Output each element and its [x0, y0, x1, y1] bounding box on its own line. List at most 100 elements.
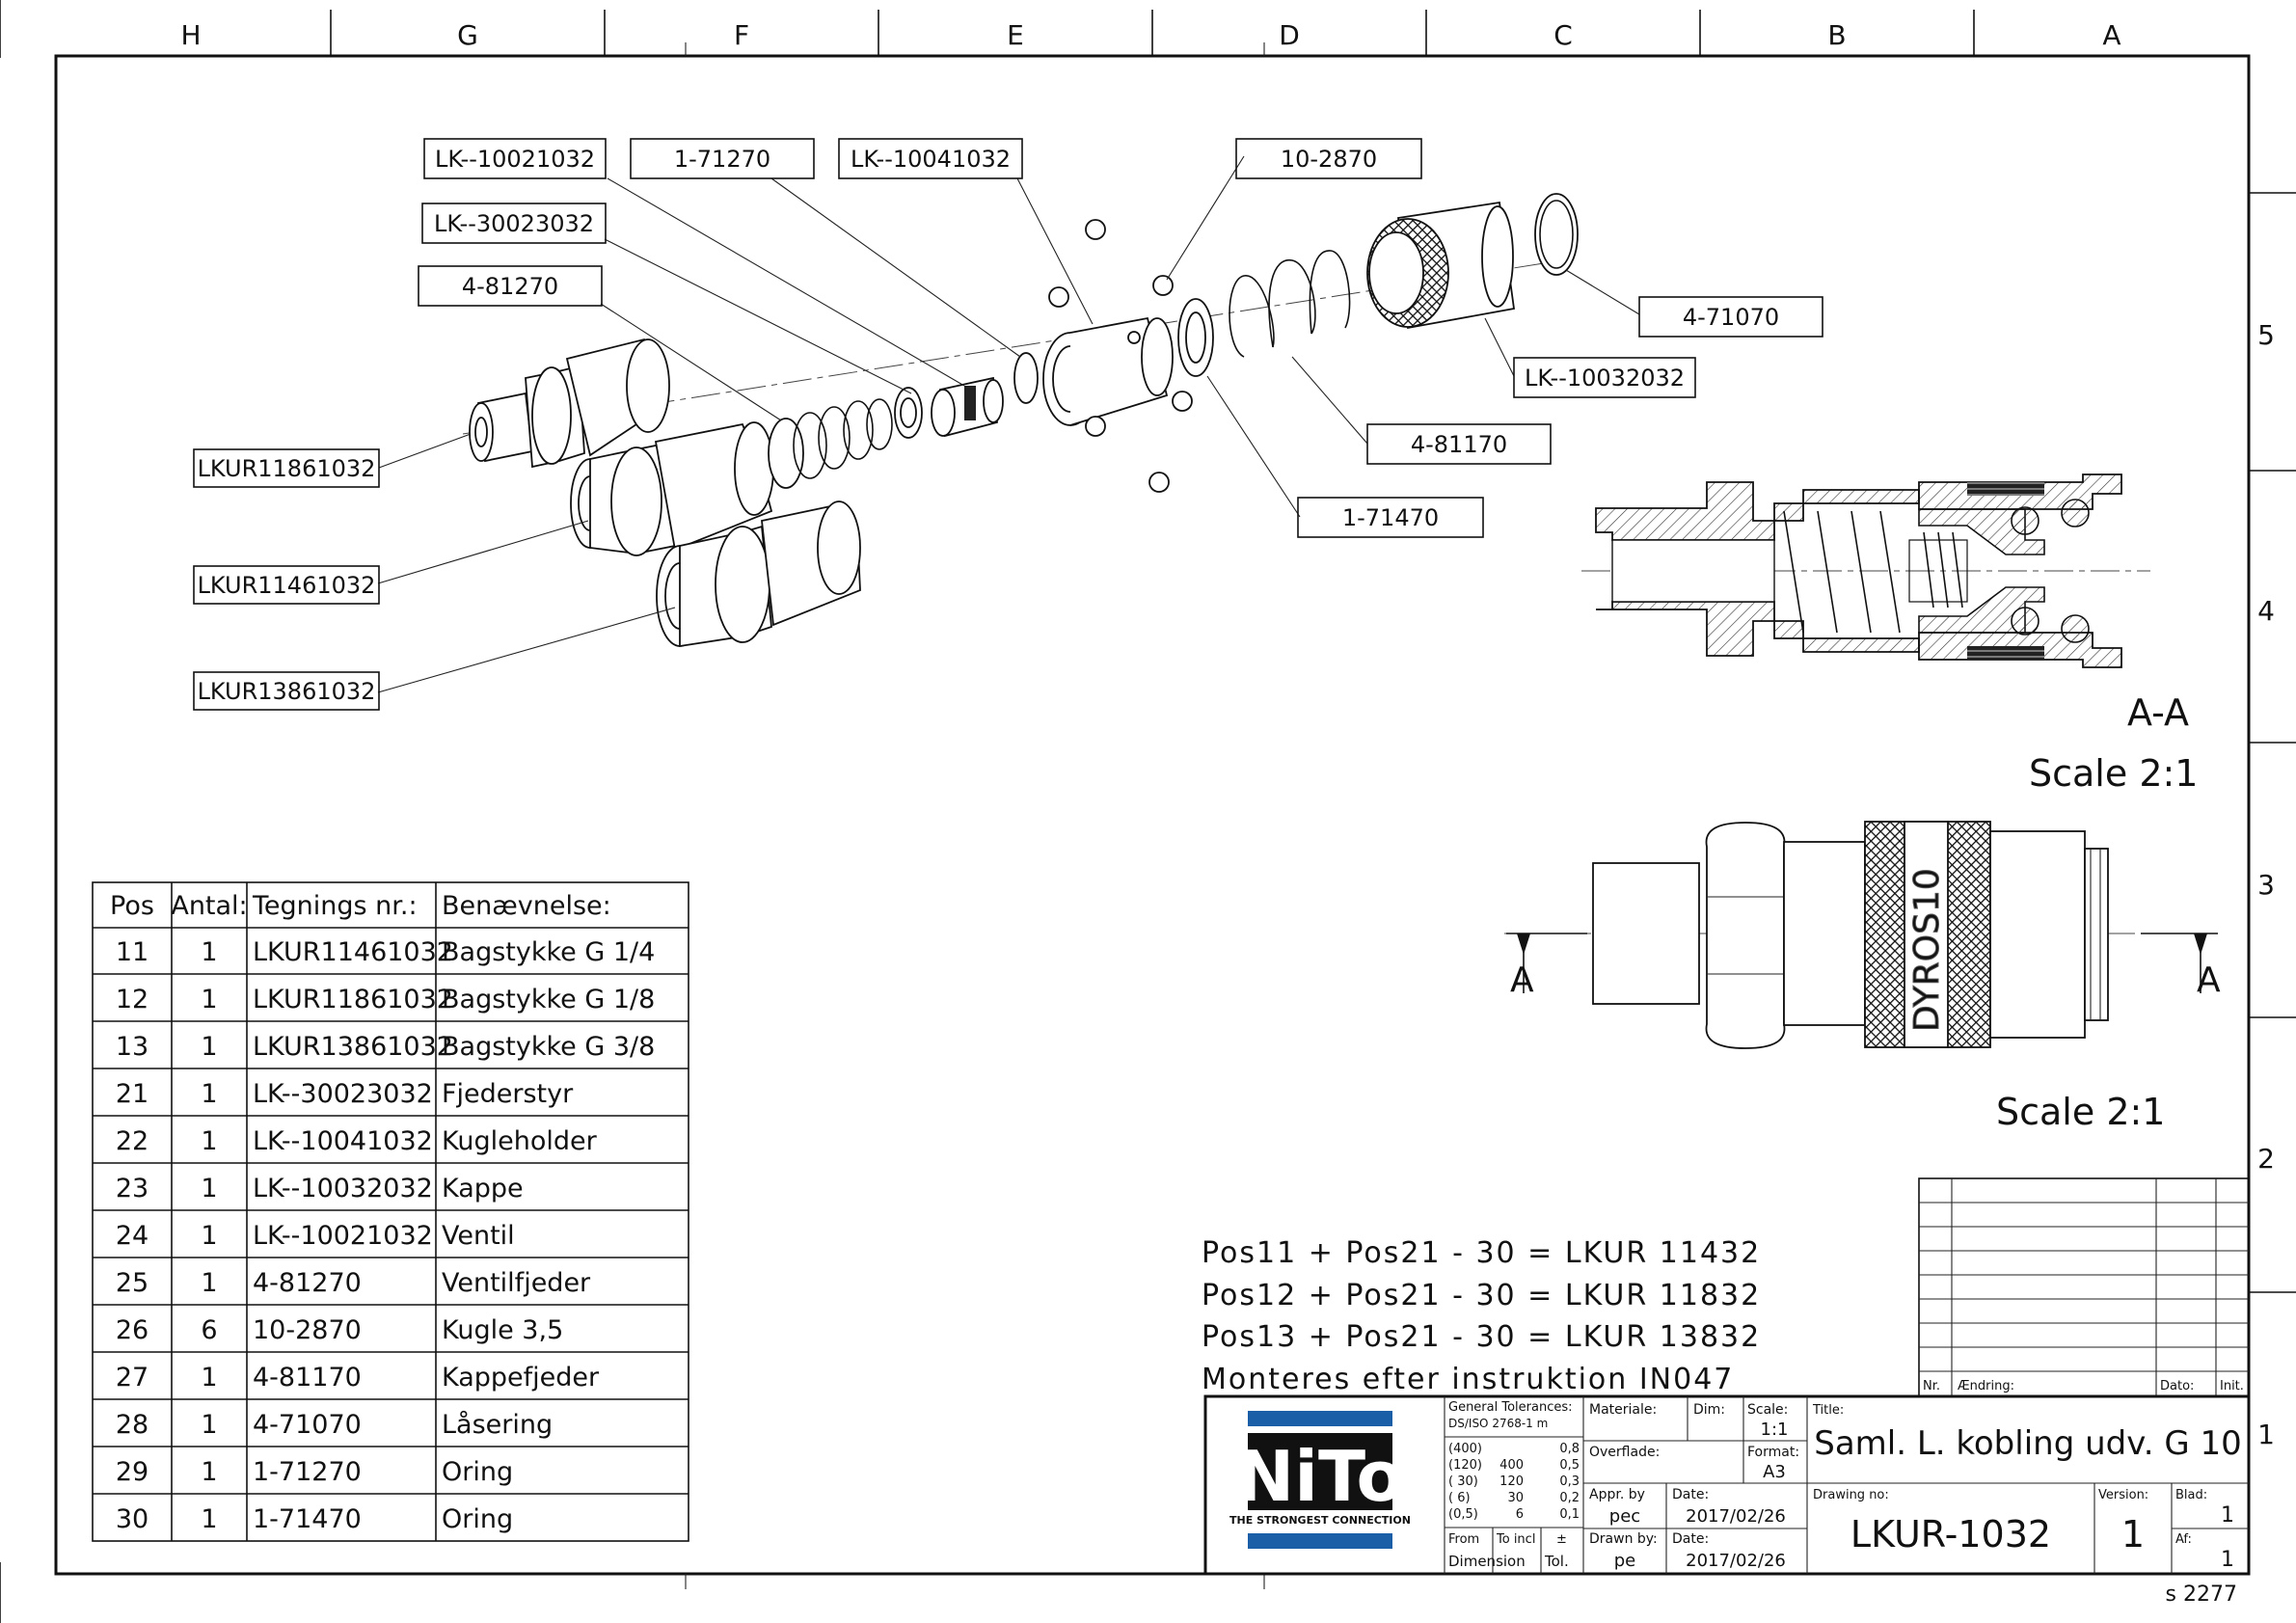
callout-1-71470: 1-71470 — [1342, 504, 1439, 531]
tol-to: To incl — [1496, 1532, 1535, 1547]
parts-table-cell: 28 — [116, 1410, 149, 1440]
scale-label: Scale: — [1747, 1402, 1788, 1418]
zone-col-d: D — [1279, 19, 1300, 51]
appr-value: pec — [1609, 1506, 1640, 1527]
parts-table-cell: 1-71270 — [253, 1457, 362, 1487]
parts-table-cell: 10-2870 — [253, 1315, 362, 1345]
zone-row-labels: 5 4 3 2 1 — [2257, 319, 2275, 1450]
parts-table-cell: Oring — [442, 1457, 513, 1487]
balls — [1048, 219, 1193, 493]
tol-from: From — [1448, 1532, 1479, 1547]
back-piece-lkur11461032 — [570, 421, 774, 556]
tolerance-cell: 0,8 — [1559, 1442, 1580, 1456]
callout-lk10021032: LK--10021032 — [435, 146, 595, 173]
zone-column-labels: H G F E D C B A — [180, 19, 2120, 51]
section-label: A-A — [2127, 691, 2189, 734]
parts-table-cell: Bagstykke G 1/4 — [442, 937, 655, 967]
zone-row-3: 3 — [2257, 869, 2275, 901]
parts-table-cell: 4-71070 — [253, 1410, 362, 1440]
surface-label: Overflade: — [1589, 1445, 1660, 1460]
parts-table-header: Tegnings nr.: — [252, 891, 418, 921]
parts-table-cell: 1 — [201, 1126, 217, 1156]
title-block: NiTo THE STRONGEST CONNECTION General — [1203, 1394, 2251, 1576]
parts-table-cell: 1 — [201, 1457, 217, 1487]
parts-table-cell: Ventil — [442, 1221, 515, 1251]
format-value: A3 — [1763, 1462, 1786, 1482]
parts-table-cell: Låsering — [442, 1410, 553, 1440]
zone-col-c: C — [1553, 19, 1573, 51]
zone-col-b: B — [1827, 19, 1846, 51]
sleeve-spring — [1229, 250, 1351, 358]
logo-text: NiTo — [1236, 1436, 1404, 1517]
note-2: Pos12 + Pos21 - 30 = LKUR 11832 — [1202, 1279, 1761, 1312]
tolerance-cell: 0,5 — [1559, 1458, 1580, 1473]
tolerance-cell: (120) — [1448, 1458, 1482, 1473]
tolerance-cell: ( 6) — [1448, 1491, 1471, 1505]
tol-pm: ± — [1556, 1532, 1567, 1547]
zone-col-f: F — [734, 19, 749, 51]
note-1: Pos11 + Pos21 - 30 = LKUR 11432 — [1202, 1236, 1761, 1270]
parts-table-cell: 1 — [201, 1079, 217, 1109]
tol-tol: Tol. — [1544, 1553, 1569, 1570]
side-view: DYROS10 A A Scale 2:1 — [1504, 821, 2221, 1133]
zone-col-e: E — [1007, 19, 1024, 51]
parts-table-cell: 29 — [116, 1457, 149, 1487]
callout-4-81270: 4-81270 — [462, 273, 558, 300]
assembly-notes: Pos11 + Pos21 - 30 = LKUR 11432 Pos12 + … — [1202, 1236, 1761, 1396]
gen-tol-std: DS/ISO 2768-1 m — [1448, 1417, 1548, 1430]
parts-table-cell: 22 — [116, 1126, 149, 1156]
parts-table-cell: LKUR11861032 — [253, 985, 453, 1014]
tolerance-cell: 400 — [1499, 1458, 1524, 1473]
parts-table-cell: LK--30023032 — [253, 1079, 433, 1109]
drawing-no: LKUR-1032 — [1850, 1513, 2051, 1555]
tolerance-cell: 120 — [1499, 1474, 1524, 1489]
engraving-text: DYROS10 — [1907, 868, 1947, 1032]
logo-slogan: THE STRONGEST CONNECTION — [1229, 1514, 1411, 1527]
tolerance-cell: 0,1 — [1559, 1507, 1580, 1522]
version-label: Version: — [2098, 1488, 2148, 1502]
tolerance-cell: (400) — [1448, 1442, 1482, 1456]
date1-value: 2017/02/26 — [1686, 1506, 1786, 1527]
parts-table-cell: Ventilfjeder — [442, 1268, 591, 1298]
parts-table-cell: 30 — [116, 1504, 149, 1534]
parts-table-cell: 27 — [116, 1363, 149, 1393]
parts-table-cell: 1 — [201, 1268, 217, 1298]
exploded-view — [377, 155, 1640, 693]
title-label: Title: — [1812, 1403, 1844, 1418]
parts-table-cell: Kappefjeder — [442, 1363, 600, 1393]
nito-logo: NiTo THE STRONGEST CONNECTION — [1229, 1411, 1411, 1549]
parts-table-cell: Fjederstyr — [442, 1079, 574, 1109]
callout-4-81170: 4-81170 — [1411, 431, 1507, 458]
parts-table-cell: 13 — [116, 1032, 149, 1062]
parts-table-cell: LK--10021032 — [253, 1221, 433, 1251]
drawn-value: pe — [1614, 1551, 1636, 1571]
parts-table-cell: 1-71470 — [253, 1504, 362, 1534]
tol-dimension: Dimension — [1448, 1553, 1526, 1570]
parts-table-cell: 4-81270 — [253, 1268, 362, 1298]
note-4: Monteres efter instruktion IN047 — [1202, 1363, 1734, 1396]
zone-col-g: G — [457, 19, 478, 51]
side-view-scale: Scale 2:1 — [1996, 1091, 2165, 1133]
parts-table-cell: 26 — [116, 1315, 149, 1345]
tolerance-cell: 0,2 — [1559, 1491, 1580, 1505]
back-piece-lkur11861032 — [469, 338, 670, 469]
callouts: LK--10021032 1-71270 LK--10041032 10-287… — [193, 138, 1823, 711]
parts-table-cell: 1 — [201, 1363, 217, 1393]
parts-table-cell: 1 — [201, 1504, 217, 1534]
callout-4-71070: 4-71070 — [1683, 304, 1779, 331]
date1-label: Date: — [1672, 1487, 1709, 1502]
parts-table-cell: 12 — [116, 985, 149, 1014]
parts-table-header: Pos — [110, 891, 154, 921]
sleeve — [1366, 201, 1516, 330]
tolerance-cell: 30 — [1507, 1491, 1524, 1505]
leader-lines — [377, 155, 1640, 693]
parts-table-cell: 1 — [201, 985, 217, 1014]
oring-1-71270 — [1013, 352, 1039, 404]
zone-col-a: A — [2102, 19, 2120, 51]
sheet-value: 1 — [2221, 1503, 2234, 1528]
parts-table-cell: 1 — [201, 1032, 217, 1062]
of-label: Af: — [2175, 1532, 2192, 1547]
revision-block: Nr. Ændring: Dato: Init. — [1918, 1177, 2250, 1397]
